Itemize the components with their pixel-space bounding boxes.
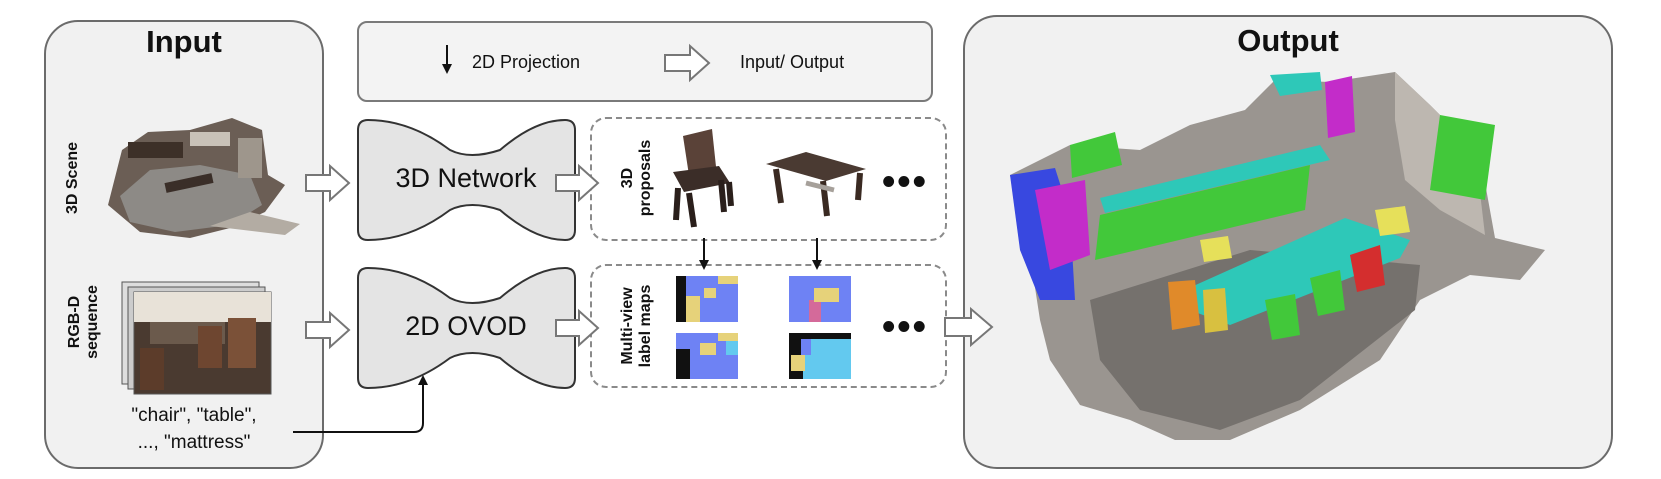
input-title: Input <box>146 24 222 59</box>
legend-box <box>357 21 933 102</box>
label-map-1 <box>676 276 738 322</box>
proposals-ellipsis: ••• <box>882 161 928 203</box>
label-map-3 <box>789 276 851 322</box>
class-list-to-2d-ovod-arrow-icon <box>293 375 428 433</box>
3d-network-label: 3D Network <box>395 163 537 193</box>
label-maps-to-output-arrow-icon <box>944 306 994 348</box>
class-list-line1: "chair", "table", <box>131 405 257 426</box>
class-list: "chair", "table", ..., "mattress" <box>89 402 299 456</box>
legend-io-label: Input/ Output <box>740 52 845 72</box>
scene-thumbnail <box>108 118 300 238</box>
2d-ovod-to-label-maps-arrow-icon <box>555 308 600 348</box>
scene-to-3d-network-arrow-icon <box>305 163 351 203</box>
2d-ovod-label: 2D OVOD <box>405 311 527 341</box>
rgbd-thumbnail <box>121 281 272 395</box>
2d-ovod-shape <box>357 266 576 390</box>
3d-network-shape <box>357 118 576 242</box>
label-maps-ellipsis: ••• <box>882 306 928 348</box>
label-map-4 <box>789 333 851 379</box>
rgbd-to-2d-ovod-arrow-icon <box>305 310 351 350</box>
proposals-box <box>590 117 947 241</box>
table-proposal-icon <box>766 152 866 217</box>
label-map-2 <box>676 333 738 379</box>
legend-io-arrow-icon <box>664 43 711 83</box>
3d-network-to-proposals-arrow-icon <box>555 163 600 203</box>
output-title: Output <box>1237 23 1339 58</box>
legend-projection-label: 2D Projection <box>472 52 581 72</box>
chair-proposal-icon <box>673 129 734 228</box>
output-segmented-scene <box>1010 72 1545 440</box>
class-list-line2: ..., "mattress" <box>137 432 251 453</box>
label-maps-box <box>590 264 947 388</box>
